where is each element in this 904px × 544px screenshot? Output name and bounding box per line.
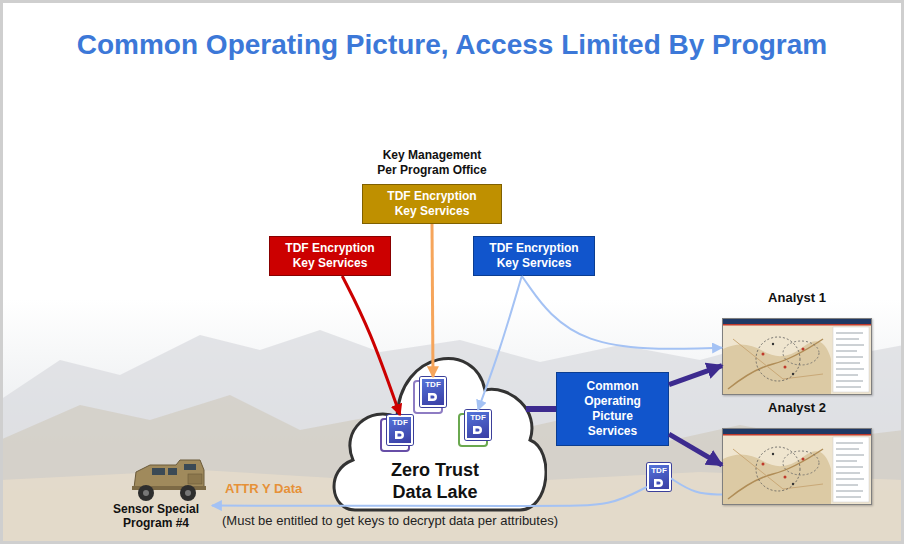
note-text: (Must be entitled to get keys to decrypt…	[222, 513, 558, 528]
map-picture	[723, 429, 871, 504]
edge-label: ATTR Y Data	[225, 481, 302, 496]
tdf-file-icon: TDF	[465, 410, 491, 440]
tdf-file-icon: TDF	[387, 415, 413, 445]
diagram-title: Common Operating Picture, Access Limited…	[0, 28, 904, 62]
tdf-file-icon: TDF	[647, 463, 671, 491]
tdf-glyph	[427, 392, 439, 402]
key-arrow	[478, 276, 522, 410]
tdf-glyph	[394, 430, 406, 440]
key-arrow	[522, 276, 722, 349]
box-label: Common Operating Picture Services	[573, 379, 653, 439]
map-picture	[723, 319, 871, 394]
key-service-box: Key Management Per Program OfficeTDF Enc…	[362, 148, 502, 224]
box-label: TDF Encryption Key Services	[276, 241, 384, 271]
data-arrow	[669, 434, 722, 465]
data-arrow	[669, 366, 722, 385]
cloud-label: Zero Trust Data Lake	[380, 459, 490, 503]
key-arrow	[432, 224, 433, 377]
key-service-fill: TDF Encryption Key Services	[473, 236, 595, 276]
key-service-fill: TDF Encryption Key Services	[269, 236, 391, 276]
vehicle-label: Sensor Special Program #4	[100, 502, 212, 530]
icon-label: TDF	[467, 413, 489, 423]
screen-heading: Analyst 1	[722, 290, 872, 306]
box-label: TDF Encryption Key Services	[378, 189, 486, 219]
key-arrow	[342, 276, 400, 415]
title-area: Common Operating Picture, Access Limited…	[0, 28, 904, 62]
analyst-screen: Analyst 1	[722, 290, 872, 395]
service-box: Common Operating Picture Services	[556, 372, 669, 446]
icon-label: TDF	[422, 380, 444, 390]
vehicle-picture	[128, 456, 208, 502]
screen-image	[722, 318, 872, 395]
key-service-box: TDF Encryption Key Services	[473, 236, 595, 276]
cloud-text-holder: Zero Trust Data Lake	[380, 459, 490, 503]
key-service-box: TDF Encryption Key Services	[269, 236, 391, 276]
data-line	[671, 478, 722, 494]
data-lake-cloud: Zero Trust Data Lake TDF TDF TDF	[325, 335, 547, 520]
tdf-glyph	[472, 425, 484, 435]
icon-label: TDF	[389, 418, 411, 428]
key-service-fill: TDF Encryption Key Services	[362, 184, 502, 224]
tdf-glyph	[653, 478, 665, 488]
screen-heading: Analyst 2	[722, 400, 872, 416]
box-heading: Key Management Per Program Office	[372, 148, 492, 178]
data-link	[526, 406, 556, 412]
screen-image	[722, 428, 872, 505]
analyst-screen: Analyst 2	[722, 400, 872, 505]
cloud-shape	[334, 359, 546, 510]
icon-label: TDF	[649, 466, 669, 476]
edge-label-holder: ATTR Y Data	[225, 481, 302, 496]
tdf-file-icon: TDF	[420, 377, 446, 407]
sensor-vehicle: Sensor Special Program #4	[100, 456, 212, 530]
note-holder: (Must be entitled to get keys to decrypt…	[222, 513, 558, 528]
box-label: TDF Encryption Key Services	[480, 241, 588, 271]
